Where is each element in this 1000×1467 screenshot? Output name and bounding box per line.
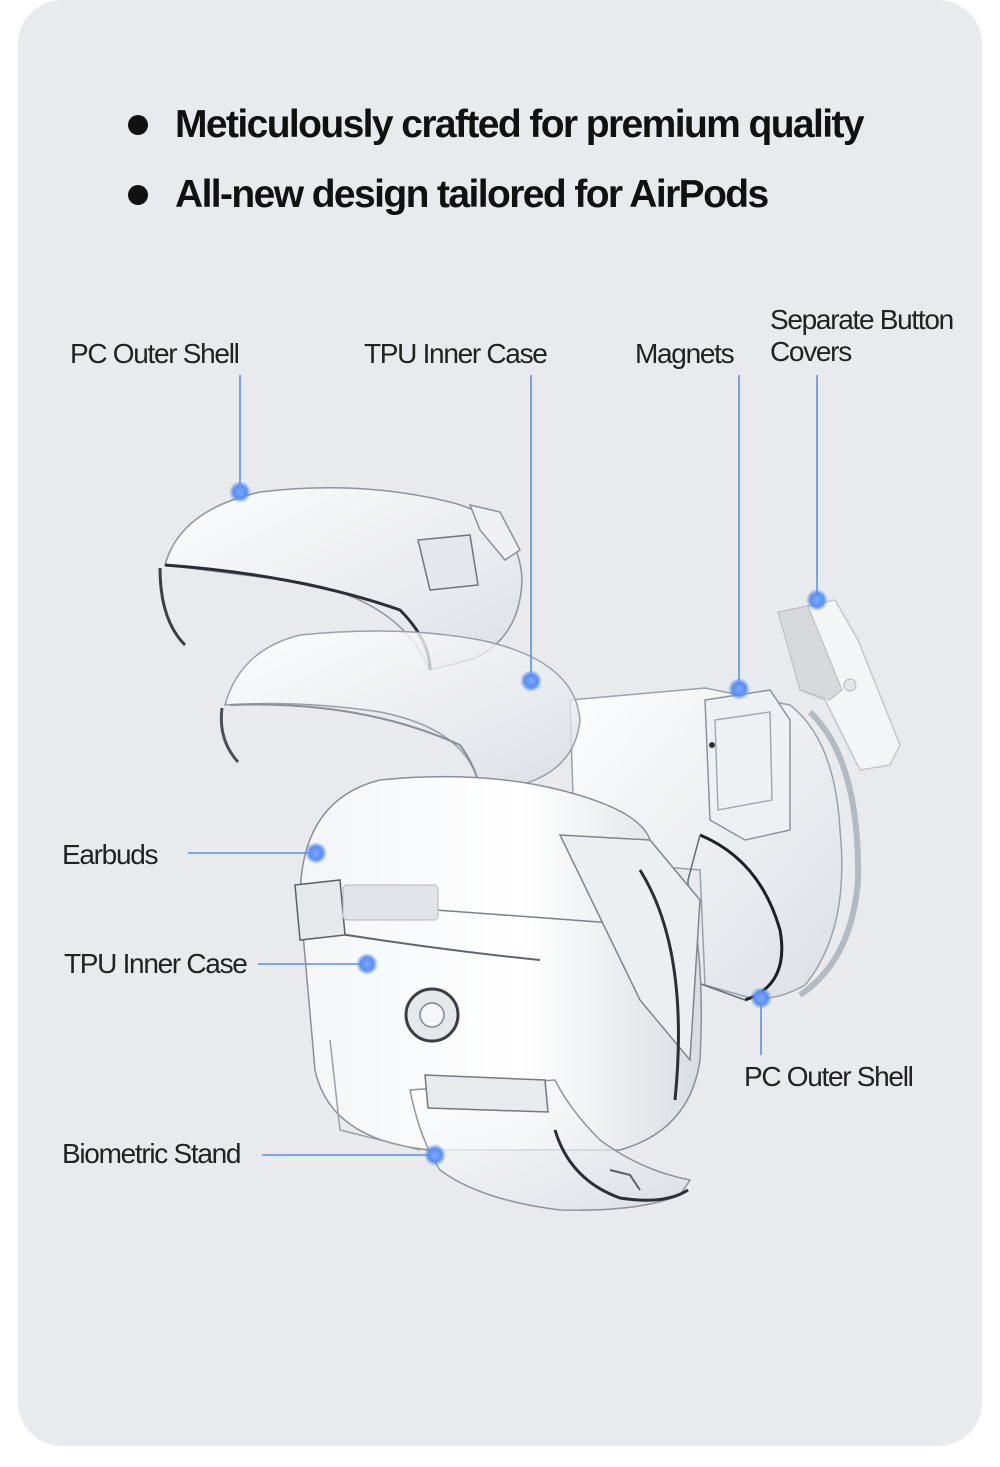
marker-dot-pc-outer-shell-top xyxy=(229,481,251,503)
tpu-inner-case-top-part xyxy=(219,630,581,793)
separate-button-cover-part xyxy=(777,599,901,771)
marker-dot-magnets xyxy=(728,678,750,700)
feature-bullet-text: Meticulously crafted for premium quality xyxy=(175,103,865,146)
leader-lines xyxy=(188,375,818,1156)
callout-separate-button-covers-line1: Separate Button xyxy=(770,304,954,335)
bullet-dot-icon xyxy=(128,185,148,205)
marker-dot-tpu-inner-case-top xyxy=(520,670,542,692)
marker-dot-pc-outer-shell-right xyxy=(750,987,772,1009)
marker-dot-earbuds xyxy=(305,842,327,864)
marker-dot-biometric-stand xyxy=(424,1144,446,1166)
feature-bullet-list: Meticulously crafted for premium quality… xyxy=(128,90,865,230)
biometric-stand-part xyxy=(409,1074,692,1211)
callout-separate-button-covers: Separate Button Covers xyxy=(770,304,954,368)
callout-tpu-inner-case-left: TPU Inner Case xyxy=(64,948,248,979)
callout-pc-outer-shell-top: PC Outer Shell xyxy=(70,338,240,369)
callout-pc-outer-shell-right: PC Outer Shell xyxy=(744,1061,914,1092)
pc-outer-shell-right-part xyxy=(569,687,862,1002)
feature-bullet-quality: Meticulously crafted for premium quality xyxy=(128,90,865,160)
marker-dots xyxy=(229,481,828,1166)
callout-tpu-inner-case-top: TPU Inner Case xyxy=(364,338,548,369)
pc-outer-shell-top-part xyxy=(158,487,523,671)
callout-magnets: Magnets xyxy=(635,338,735,369)
feature-bullet-design: All-new design tailored for AirPods xyxy=(128,160,863,230)
callout-earbuds: Earbuds xyxy=(62,839,159,870)
case-body-part xyxy=(294,775,702,1151)
marker-dot-tpu-inner-case-left xyxy=(356,953,378,975)
bullet-dot-icon xyxy=(128,115,148,135)
marker-dot-separate-button-covers xyxy=(806,589,828,611)
callout-biometric-stand: Biometric Stand xyxy=(62,1138,241,1169)
feature-bullet-text: All-new design tailored for AirPods xyxy=(175,173,769,216)
callout-separate-button-covers-line2: Covers xyxy=(770,336,852,367)
